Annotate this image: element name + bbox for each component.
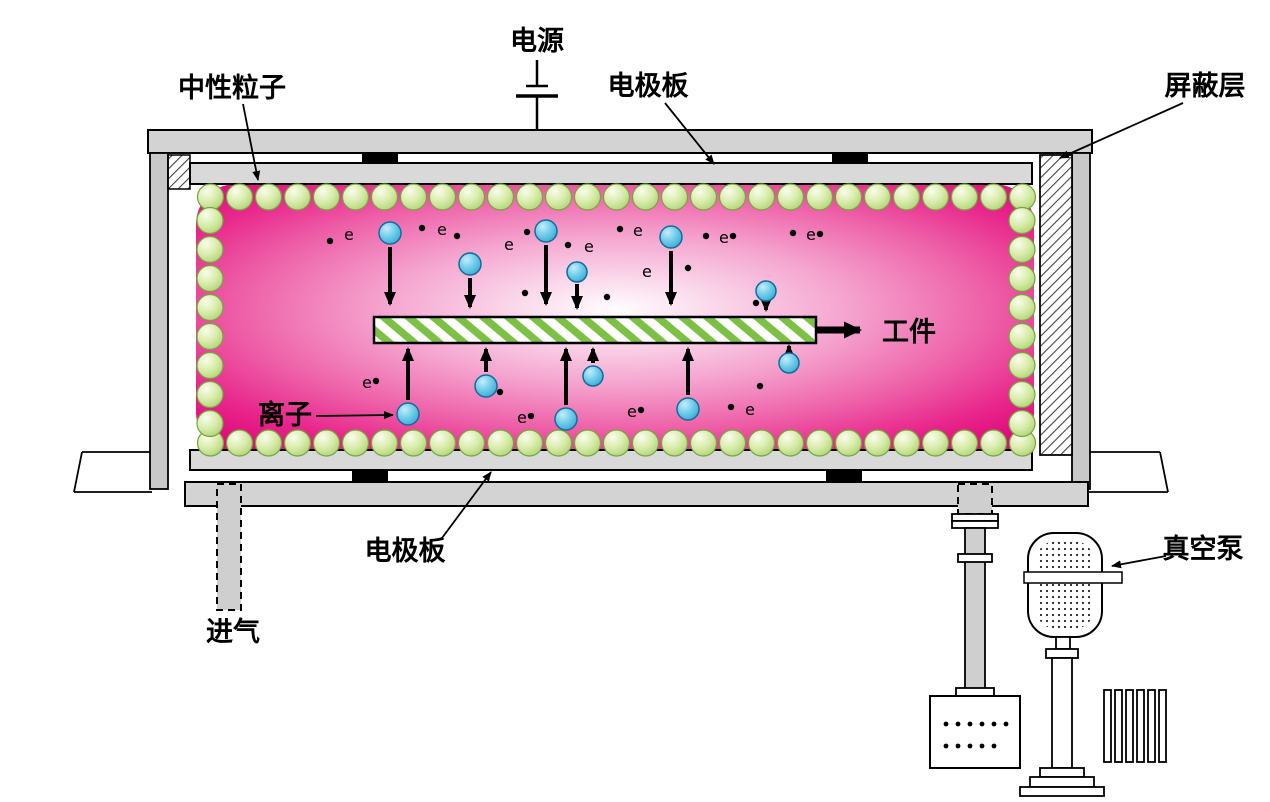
ion-particle	[659, 225, 683, 249]
electron-label: e	[642, 262, 652, 281]
stand-base	[1039, 767, 1085, 778]
ion-particle	[554, 407, 578, 431]
electron-label: e	[719, 228, 729, 247]
label-power: 电源	[510, 26, 564, 57]
electrode-plate-top	[189, 162, 1033, 185]
silencer-fins	[1103, 689, 1167, 763]
electron-label: e	[627, 402, 637, 421]
pump-motor-texture	[1036, 541, 1094, 629]
pipe-flange	[951, 520, 999, 529]
leader-shield-layer	[1059, 102, 1184, 159]
neutral-particle-row-top	[196, 183, 1037, 211]
leader-neutral-particle	[242, 103, 261, 181]
ion-particle	[676, 397, 700, 421]
electrons	[326, 224, 824, 420]
pump-body	[929, 695, 1021, 769]
pump-body-vents	[943, 721, 1009, 749]
power-supply	[516, 60, 558, 131]
right-flange	[1088, 451, 1169, 493]
stand-base	[1019, 786, 1105, 797]
ion-particle	[755, 280, 777, 302]
electron-label: e	[584, 237, 594, 256]
motor-stand	[1051, 657, 1073, 769]
leader-electrode-top	[664, 102, 715, 165]
ion-particle	[474, 374, 498, 398]
bottom-plate	[184, 481, 1089, 507]
right-wall	[1071, 152, 1091, 490]
neutral-particle-row-bottom	[196, 429, 1037, 457]
exhaust-stub	[957, 483, 993, 515]
ion-particle	[778, 352, 800, 374]
label-neutral-particle: 中性粒子	[178, 73, 286, 104]
left-flange	[73, 451, 152, 493]
ion-particles	[378, 219, 800, 431]
insulator-block	[826, 470, 862, 482]
electron-label: e	[517, 408, 527, 427]
top-plate	[147, 129, 1093, 154]
insulator-block	[832, 152, 868, 164]
gas-inlet-pipe	[216, 483, 242, 611]
stand-base	[1029, 776, 1095, 788]
insulator-block	[352, 470, 388, 482]
neutral-particle-column-left	[196, 206, 224, 438]
electron-label: e	[362, 373, 372, 392]
shield-layer-left	[167, 154, 191, 190]
electron-label: e	[806, 225, 816, 244]
pipe-flange	[955, 687, 995, 697]
insulator-block	[362, 152, 398, 164]
ion-particle	[378, 221, 402, 245]
motor-mount-bar	[1023, 571, 1123, 584]
electron-label: e	[633, 221, 643, 240]
label-gas-inlet: 进气	[206, 617, 260, 648]
electron-label: e	[437, 220, 447, 239]
electron-label: e	[745, 400, 755, 419]
ion-arrows-up	[402, 344, 795, 405]
gas-inlet	[216, 483, 242, 611]
ion-arrows-down	[384, 245, 772, 312]
label-ion: 离子	[258, 399, 312, 431]
leader-electrode-bottom	[441, 471, 492, 539]
electron-label: e	[504, 235, 514, 254]
label-electrode-top: 电极板	[608, 71, 689, 102]
label-workpiece: 工件	[882, 317, 936, 348]
leader-ion	[315, 411, 394, 420]
ion-particle	[396, 402, 420, 426]
neutral-particle-column-right	[1008, 206, 1036, 438]
pipe-flange	[951, 513, 999, 522]
left-wall	[149, 152, 169, 490]
ion-particle	[582, 365, 604, 387]
label-electrode-bottom: 电极板	[365, 536, 446, 567]
leader-vacuum-pump	[1111, 555, 1167, 569]
ion-particle	[458, 252, 482, 276]
electron-label: e	[344, 225, 354, 244]
leader-lines	[242, 102, 1184, 569]
chamber-shell	[147, 129, 1093, 507]
label-shield-layer: 屏蔽层	[1165, 71, 1246, 102]
pipe-flange	[957, 553, 993, 563]
stand-collar	[1045, 648, 1079, 659]
exhaust-pipe	[964, 527, 986, 694]
ion-particle	[534, 219, 558, 243]
ion-particle	[566, 261, 588, 283]
label-vacuum-pump: 真空泵	[1163, 533, 1244, 565]
electron-labels: e e e e e e e e e e e e	[344, 220, 816, 427]
neutral-particles	[196, 183, 1037, 457]
vacuum-pump-assembly	[929, 483, 1167, 797]
labels: 电源 中性粒子 电极板 屏蔽层 工件 离子 电极板 进气 真空泵	[178, 26, 1246, 648]
workpiece	[372, 315, 862, 345]
motor-shaft	[1055, 636, 1071, 650]
